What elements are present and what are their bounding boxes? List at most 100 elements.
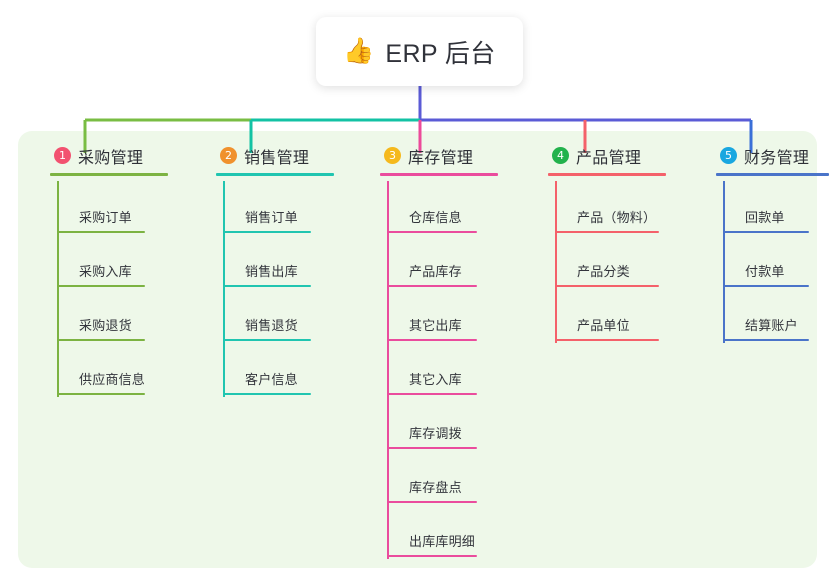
branch-item[interactable]: 付款单 (696, 235, 809, 289)
branch-title: 销售管理 (244, 149, 310, 167)
branch-title-underline (716, 173, 829, 176)
branch-header-row: 1 采购管理 (30, 143, 143, 168)
branch-number-badge: 1 (54, 147, 71, 164)
branch-number-badge: 2 (220, 147, 237, 164)
branch-item[interactable]: 产品库存 (360, 235, 477, 289)
branch-header-row: 4 产品管理 (528, 143, 641, 168)
branch-item-underline (387, 555, 477, 557)
branch-item-label: 结算账户 (745, 318, 798, 333)
branch-title: 产品管理 (576, 149, 642, 167)
branch-item-underline (57, 393, 145, 395)
branch-column-5: 5 财务管理回款单付款单结算账户 (696, 143, 829, 343)
branch-number-badge: 5 (720, 147, 737, 164)
branch-item[interactable]: 回款单 (696, 181, 809, 235)
branch-item[interactable]: 客户信息 (196, 343, 311, 397)
branch-item-underline (387, 285, 477, 287)
branch-item[interactable]: 采购订单 (30, 181, 145, 235)
branch-item-label: 供应商信息 (79, 372, 146, 387)
branch-trunk-line (387, 181, 389, 559)
branch-trunk-line (223, 181, 225, 397)
branch-item[interactable]: 销售出库 (196, 235, 311, 289)
branch-item[interactable]: 库存调拨 (360, 397, 477, 451)
root-node[interactable]: 👍 ERP 后台 (316, 17, 523, 86)
branch-item-underline (57, 231, 145, 233)
branch-item-label: 产品分类 (577, 264, 630, 279)
branch-items-3: 仓库信息产品库存其它出库其它入库库存调拨库存盘点出库库明细 (360, 181, 477, 559)
branch-item[interactable]: 其它入库 (360, 343, 477, 397)
branch-item-underline (387, 501, 477, 503)
branch-item-underline (387, 231, 477, 233)
branch-number-badge: 3 (384, 147, 401, 164)
branch-item-label: 采购订单 (79, 210, 132, 225)
branch-items-4: 产品（物料） 产品分类产品单位 (528, 181, 659, 343)
branch-item[interactable]: 产品分类 (528, 235, 659, 289)
branch-item-label: 产品单位 (577, 318, 630, 333)
branch-title: 财务管理 (744, 149, 810, 167)
branch-item-label: 采购入库 (79, 264, 132, 279)
branch-header-3[interactable]: 3 库存管理 (360, 143, 498, 179)
branch-item-underline (223, 393, 311, 395)
branch-item[interactable]: 供应商信息 (30, 343, 146, 397)
branch-item[interactable]: 产品（物料） (528, 181, 659, 235)
branch-item-underline (387, 447, 477, 449)
branch-item-label: 产品（物料） (577, 210, 657, 225)
branch-title: 采购管理 (78, 149, 144, 167)
branch-item-label: 销售出库 (245, 264, 298, 279)
branch-header-5[interactable]: 5 财务管理 (696, 143, 829, 179)
branch-item[interactable]: 采购退货 (30, 289, 145, 343)
branch-item-underline (555, 285, 659, 287)
branch-item[interactable]: 结算账户 (696, 289, 809, 343)
branch-item-underline (387, 393, 477, 395)
branch-header-row: 5 财务管理 (696, 143, 809, 168)
branch-header-2[interactable]: 2 销售管理 (196, 143, 334, 179)
branch-item[interactable]: 其它出库 (360, 289, 477, 343)
branch-item[interactable]: 产品单位 (528, 289, 659, 343)
thumbs-up-icon: 👍 (343, 37, 375, 65)
branch-item-underline (387, 339, 477, 341)
branch-item-label: 销售退货 (245, 318, 298, 333)
branch-item-label: 回款单 (745, 210, 785, 225)
branch-number-badge: 4 (552, 147, 569, 164)
branch-item-underline (555, 231, 659, 233)
branch-item-underline (223, 231, 311, 233)
branch-item-underline (555, 339, 659, 341)
branch-item[interactable]: 采购入库 (30, 235, 145, 289)
branch-item-label: 采购退货 (79, 318, 132, 333)
branch-item-label: 库存盘点 (409, 480, 462, 495)
branch-item[interactable]: 出库库明细 (360, 505, 477, 559)
branch-item[interactable]: 仓库信息 (360, 181, 477, 235)
branch-items-5: 回款单付款单结算账户 (696, 181, 809, 343)
branch-item-label: 其它出库 (409, 318, 462, 333)
branch-trunk-line (723, 181, 725, 343)
branch-columns: 1 采购管理采购订单采购入库采购退货供应商信息 2 销售管理销售订单销售出库销售退货客… (0, 143, 839, 573)
branch-title-underline (380, 173, 498, 176)
branch-title-underline (548, 173, 666, 176)
branch-item-label: 仓库信息 (409, 210, 462, 225)
branch-title-underline (50, 173, 168, 176)
branch-header-row: 2 销售管理 (196, 143, 309, 168)
diagram-background-panel (18, 131, 817, 568)
branch-header-4[interactable]: 4 产品管理 (528, 143, 666, 179)
branch-column-4: 4 产品管理产品（物料） 产品分类产品单位 (528, 143, 666, 343)
branch-column-1: 1 采购管理采购订单采购入库采购退货供应商信息 (30, 143, 168, 397)
branch-item-underline (57, 285, 145, 287)
root-title: ERP 后台 (385, 39, 496, 68)
branch-item[interactable]: 库存盘点 (360, 451, 477, 505)
branch-item-underline (723, 285, 809, 287)
branch-header-1[interactable]: 1 采购管理 (30, 143, 168, 179)
branch-item[interactable]: 销售退货 (196, 289, 311, 343)
branch-item-label: 其它入库 (409, 372, 462, 387)
branch-item-underline (723, 231, 809, 233)
branch-column-2: 2 销售管理销售订单销售出库销售退货客户信息 (196, 143, 334, 397)
branch-item-underline (723, 339, 809, 341)
branch-item-underline (57, 339, 145, 341)
branch-title: 库存管理 (408, 149, 474, 167)
branch-item-label: 产品库存 (409, 264, 462, 279)
branch-item-label: 销售订单 (245, 210, 298, 225)
branch-item-label: 出库库明细 (409, 534, 476, 549)
branch-item-underline (223, 339, 311, 341)
branch-item-label: 客户信息 (245, 372, 298, 387)
branch-item[interactable]: 销售订单 (196, 181, 311, 235)
branch-item-label: 付款单 (745, 264, 785, 279)
